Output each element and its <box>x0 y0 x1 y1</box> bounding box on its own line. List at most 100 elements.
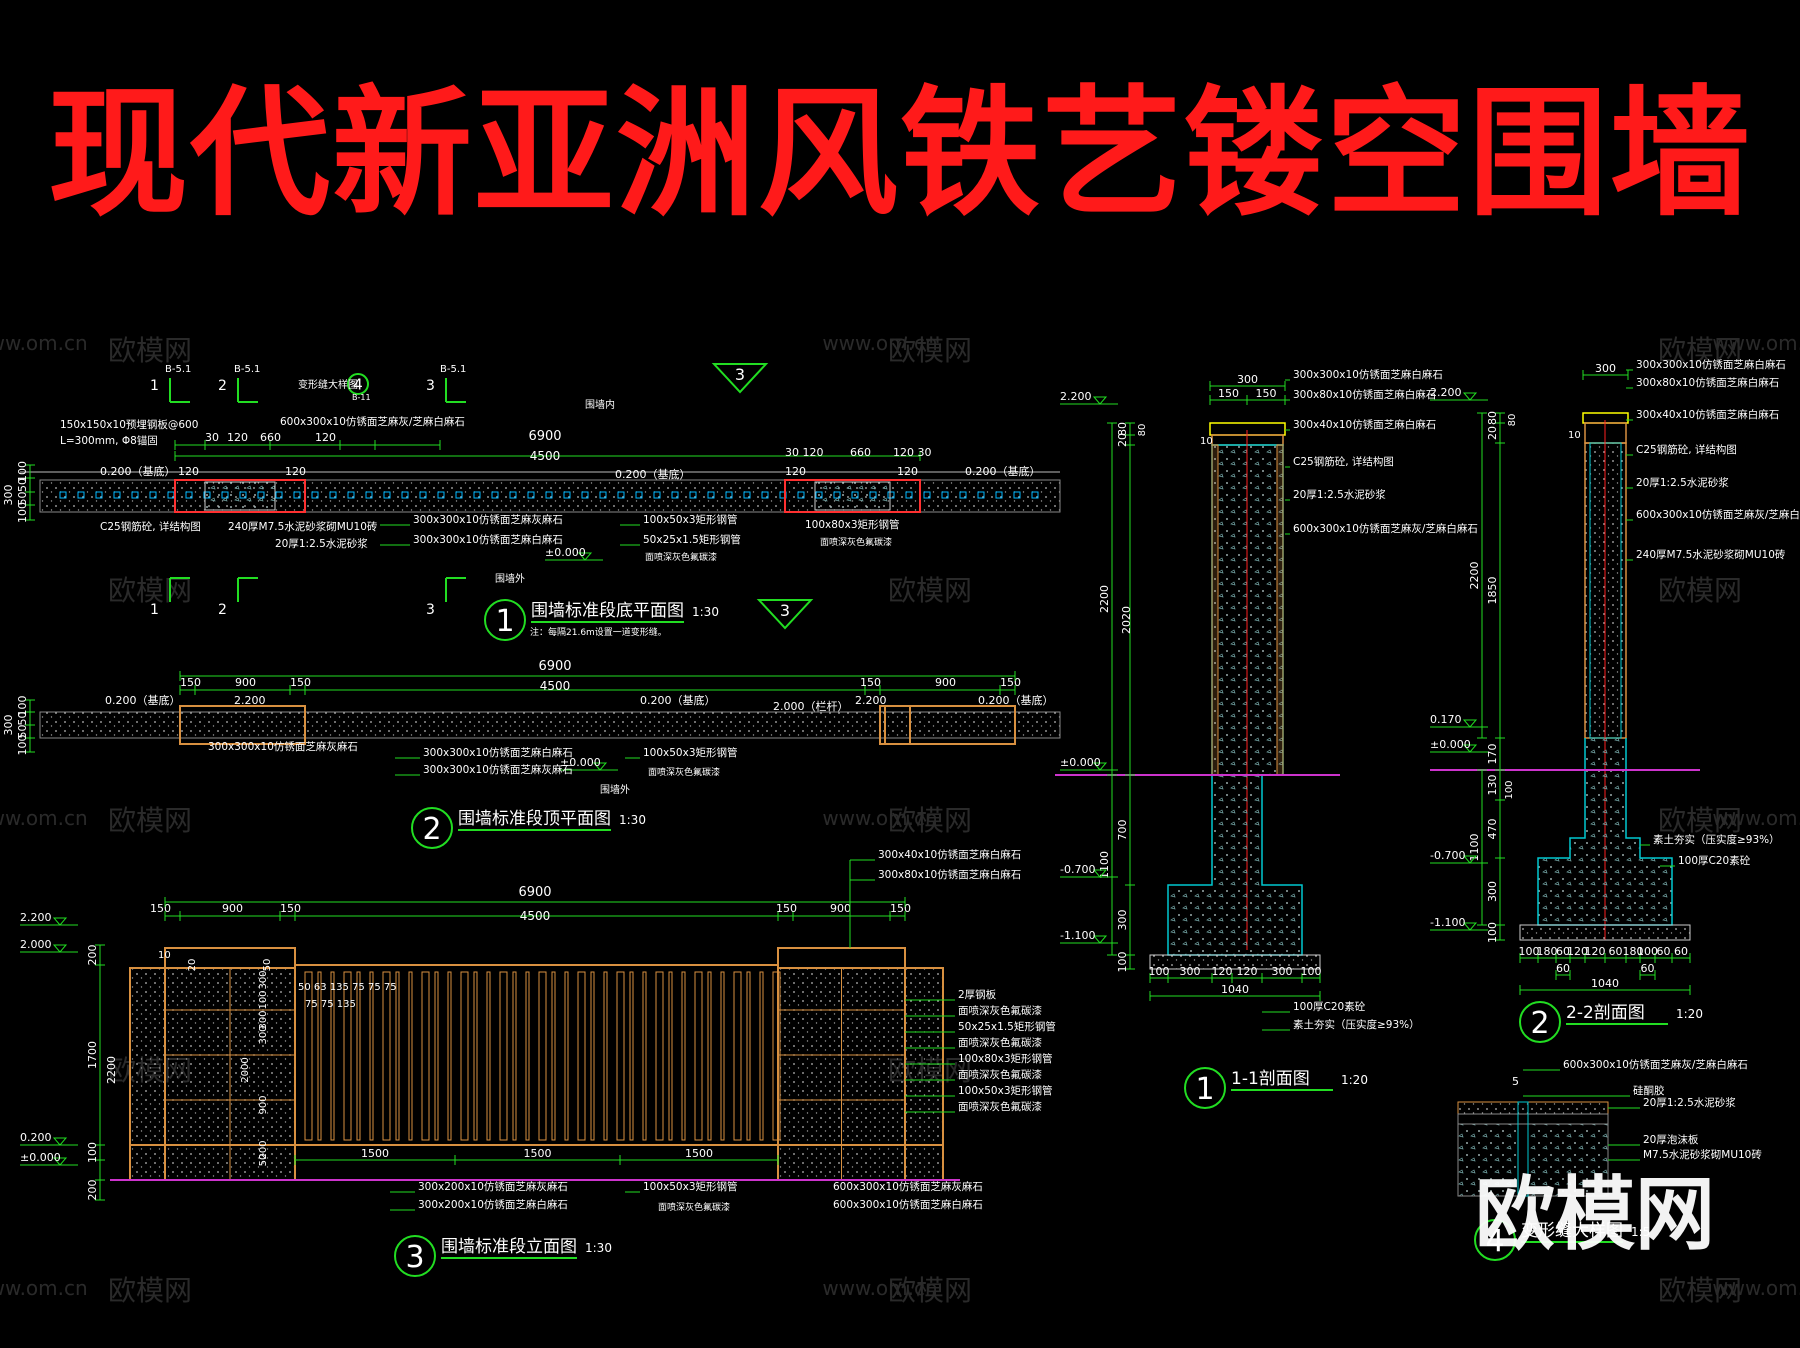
elev-dim-post: 2000 <box>240 1057 251 1082</box>
sec1-dim-top-value: 300 <box>1237 373 1258 386</box>
elev-railing-bar <box>447 971 452 1141</box>
watermark-text: 欧模网 <box>108 334 192 367</box>
plan1-level: 0.200（基底） <box>615 467 691 481</box>
plan1-rebar-dot <box>311 491 319 499</box>
plan1-note: 240厚M7.5水泥砂浆砌MU10砖 <box>228 520 378 533</box>
sec1-dim-left-value: 80 <box>1116 422 1129 436</box>
elev-dim-post: 900 <box>258 1095 269 1114</box>
sec2-level-value: ±0.000 <box>1430 738 1471 751</box>
det4-dim: 5 <box>1512 1075 1519 1088</box>
elev-railing-bar <box>681 971 686 1141</box>
sec2-base-pad <box>1519 924 1691 941</box>
sec1-level-value: -0.700 <box>1060 863 1095 876</box>
plan1-note: 100x80x3矩形钢管 <box>805 518 900 531</box>
elev-railing-bar <box>694 971 703 1141</box>
plan1-dim-total-text: 6900 <box>528 429 561 444</box>
elev-note-right-text: 面喷深灰色氟碳漆 <box>958 1068 1042 1081</box>
sec2-dim-bottom-value: 120 <box>1567 945 1588 958</box>
sec1-base-pad <box>1149 954 1321 970</box>
sec1-dim-left-value: 300 <box>1116 910 1129 931</box>
elev-dim-text: 150 <box>776 902 797 915</box>
plan1-dim-side-value: 50 <box>16 478 29 492</box>
plan1-section-mark: 1 <box>150 378 159 394</box>
det4-note-text: 20厚泡沫板 <box>1643 1133 1699 1146</box>
elev-railing-bar <box>421 971 430 1141</box>
plan1-rebar-dot <box>635 491 643 499</box>
watermark-site: www.om.cn <box>1712 1276 1800 1300</box>
plan2-level: 2.200 <box>234 694 266 707</box>
sec2-dim-2200-value: 2200 <box>1468 562 1481 590</box>
elev-railing-bar <box>434 971 439 1141</box>
elev-dim-bars: 75 75 135 <box>305 999 356 1010</box>
plan2-dim-side-value: 50 <box>16 712 29 726</box>
plan1-note-text: 300x300x10仿锈面芝麻白麻石 <box>413 533 563 546</box>
det4-note-text: 硅酮胶 <box>1633 1084 1665 1097</box>
elev-dim-left-value: 200 <box>86 945 99 966</box>
sec1-level-value: ±0.000 <box>1060 756 1101 769</box>
plan1-outside: 围墙外 <box>495 572 525 585</box>
elev-title-tag-circle <box>394 1235 436 1277</box>
plan1-ref: B-5.1 <box>234 364 260 375</box>
sec2-note-text: 100厚C20素砼 <box>1678 854 1751 867</box>
plan1-rebar-dot <box>797 491 805 499</box>
plan1-post-1 <box>174 479 306 513</box>
sec2-level-mark <box>1462 855 1478 864</box>
plan1-dim-text: 120 30 <box>893 446 932 459</box>
plan1-rebar-dot <box>761 491 769 499</box>
sec2-note-text: 20厚1:2.5水泥砂浆 <box>1636 476 1729 489</box>
sec1-note-text: C25钢筋砼, 详结构图 <box>1293 455 1394 468</box>
plan1-rebar-dot <box>743 491 751 499</box>
elev-dim-text: 900 <box>830 902 851 915</box>
sec2-dim-left-value: 100 <box>1486 922 1499 943</box>
elev-note-right-text: 100x50x3矩形钢管 <box>958 1084 1053 1097</box>
plan2-dim-text: 900 <box>935 676 956 689</box>
elev-railing-bar <box>655 971 664 1141</box>
sec2-dim-left-value: 20 <box>1486 426 1499 440</box>
sec2-level-mark <box>1462 922 1478 931</box>
sec2-dim-left-value: 130 <box>1486 775 1499 796</box>
plan1-section-mark: 2 <box>218 602 227 618</box>
plan2-title-scale: 1:30 <box>619 813 646 827</box>
det4-note-text: M7.5水泥砂浆砌MU10砖 <box>1643 1148 1762 1161</box>
sec2-level-mark <box>1462 392 1478 401</box>
plan1-section-mark: 3 <box>426 602 435 618</box>
elev-dim-bars: 50 63 135 75 75 75 <box>298 982 397 993</box>
watermark-logo: 欧模网 <box>1475 1168 1715 1261</box>
plan1-level: 0.200（基底） <box>965 464 1041 478</box>
plan1-note: 面喷深灰色氟碳漆 <box>820 536 892 548</box>
plan2-level-zero-value: ±0.000 <box>560 756 601 769</box>
plan2-note-text: 300x300x10仿锈面芝麻灰麻石 <box>423 763 573 776</box>
plan2-note: 面喷深灰色氟碳漆 <box>648 766 720 778</box>
elev-level-value: 2.000 <box>20 938 52 951</box>
sec1-dim-bottom-value: 120 <box>1237 965 1258 978</box>
elev-dim-bottom-value: 1500 <box>685 1147 713 1160</box>
plan1-rebar-dot <box>671 491 679 499</box>
det4-mortar <box>1457 1113 1609 1125</box>
det4-title-tag-circle <box>1474 1219 1516 1261</box>
plan1-post-core-2 <box>814 481 891 511</box>
elev-dim-post: 300 <box>258 1025 269 1044</box>
plan1-note: 600x300x10仿锈面芝麻灰/芝麻白麻石 <box>280 415 465 428</box>
elev-note-top-text: 300x40x10仿锈面芝麻白麻石 <box>878 848 1021 861</box>
sec2-title-name: 2-2剖面图 <box>1566 1003 1645 1023</box>
plan1-rebar-dot <box>959 491 967 499</box>
sec1-dim-bottom-total-value: 1040 <box>1221 983 1249 996</box>
elev-railing-bar <box>330 971 335 1141</box>
plan2-title-tag-circle <box>411 807 453 849</box>
plan1-rebar-dot <box>599 491 607 499</box>
sec2-title-tag-circle <box>1519 1001 1561 1043</box>
elev-railing-bar <box>460 971 469 1141</box>
plan1-rebar-dot <box>455 491 463 499</box>
elev-note-bottom-text: 100x50x3矩形钢管 <box>643 1180 738 1193</box>
sec2-dim-bottom-value: 60 <box>1657 945 1671 958</box>
elev-railing-bar <box>356 971 361 1141</box>
plan1-rebar-dot <box>653 491 661 499</box>
elev-level-mark <box>52 917 68 926</box>
elev-dim-post: 200 <box>258 1140 269 1159</box>
elev-dim-small: 10 <box>158 950 171 961</box>
plan2-level-zero-mark <box>592 762 608 771</box>
sec2-dim-bottom-value: 60 <box>1556 945 1570 958</box>
plan1-rebar-dot <box>347 491 355 499</box>
plan1-rebar-dot <box>1031 491 1039 499</box>
sec2-level-value: -1.100 <box>1430 916 1465 929</box>
